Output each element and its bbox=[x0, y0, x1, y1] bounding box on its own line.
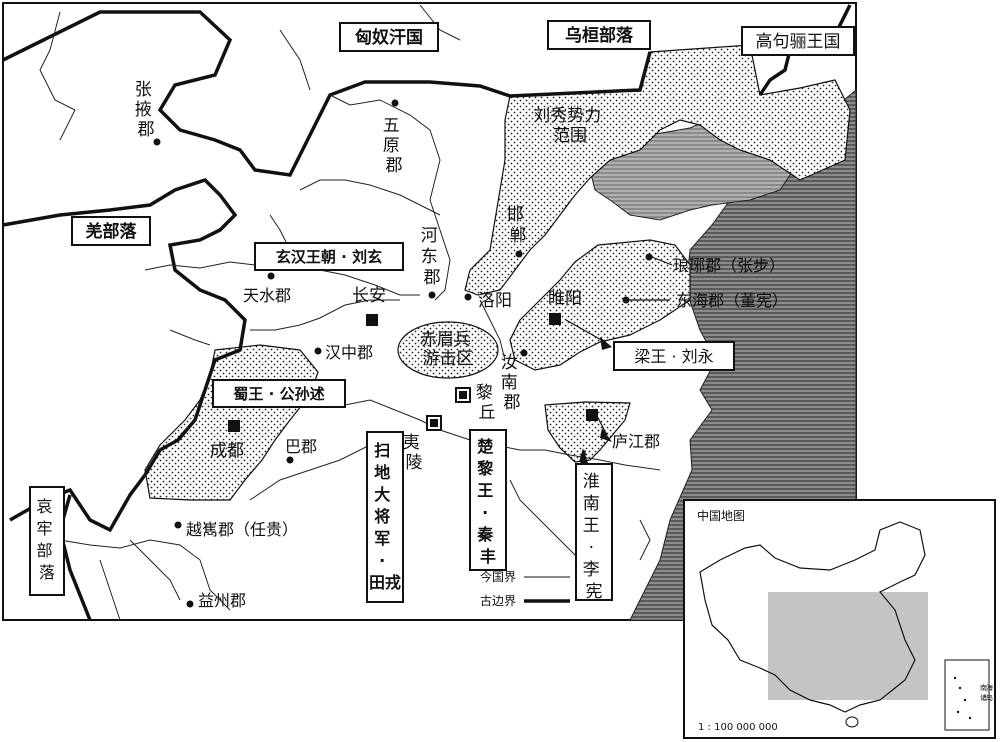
xiongnu-label: 匈奴汗国 bbox=[354, 27, 423, 48]
ailao-label: 哀 牢 部 落 bbox=[36, 497, 57, 582]
bajun-label: 巴郡 bbox=[285, 437, 317, 456]
south-sea-label: 南海 诸岛 bbox=[980, 683, 995, 702]
chimei-zone bbox=[397, 321, 499, 379]
saodi-box bbox=[366, 431, 404, 603]
langya-label: 琅琊郡（张步） bbox=[673, 256, 785, 275]
yizhou-label: 益州郡 bbox=[198, 591, 246, 610]
lijiu-label: 黎 丘 bbox=[476, 383, 498, 423]
inset-title: 中国地图 bbox=[697, 508, 745, 523]
huainan-box bbox=[575, 463, 613, 601]
chimei-label: 赤眉兵 游击区 bbox=[420, 330, 476, 369]
xiongnu-box bbox=[339, 22, 439, 52]
south-sea-box bbox=[944, 659, 990, 731]
qiang-label: 羌部落 bbox=[86, 221, 138, 242]
chengdu-label: 成都 bbox=[210, 441, 244, 461]
liang-box bbox=[613, 341, 735, 371]
xuanhan-label: 玄汉王朝 · 刘玄 bbox=[276, 248, 382, 266]
wuhuan-label: 乌桓部落 bbox=[565, 25, 634, 46]
chuli-label: 楚 黎 王 · 秦 丰 bbox=[476, 437, 499, 566]
south-sea-islands bbox=[953, 676, 972, 720]
yuexi-label: 越嶲郡（任贵） bbox=[186, 520, 298, 539]
chuli-box bbox=[469, 429, 507, 571]
tianshui-label: 天水郡 bbox=[243, 286, 291, 305]
china-outline bbox=[699, 521, 926, 713]
hanzhong-label: 汉中郡 bbox=[325, 343, 373, 362]
liang-territory bbox=[509, 239, 691, 371]
zhangye-label: 张 掖 郡 bbox=[135, 80, 157, 140]
shu-box bbox=[212, 379, 346, 408]
liang-label: 梁王 · 刘永 bbox=[634, 347, 713, 366]
inset-highlight bbox=[768, 592, 928, 700]
handan-label: 邯 郸 bbox=[507, 205, 529, 246]
liuxiu-label: 刘秀势力 范围 bbox=[533, 106, 606, 146]
label-leaders bbox=[565, 256, 673, 462]
saodi-label: 扫 地 大 将 军 · 田戎 bbox=[369, 441, 401, 592]
huainan-territory bbox=[544, 401, 631, 463]
lujiang-label: 庐江郡 bbox=[612, 432, 660, 451]
suiyang-label: 睢阳 bbox=[548, 289, 582, 309]
donghai-label: 东海郡（董宪） bbox=[676, 291, 788, 310]
inset-map: 中国地图 南海 诸岛 1 : 100 000 000 bbox=[683, 499, 996, 739]
hainan-island bbox=[845, 716, 859, 728]
luoyang-label: 洛阳 bbox=[478, 291, 512, 311]
goguryeo-box bbox=[741, 26, 855, 56]
legend-modern-label: 今国界 bbox=[480, 569, 516, 584]
shu-label: 蜀王 · 公孙述 bbox=[233, 385, 324, 403]
yiling-label: 夷 陵 bbox=[403, 433, 425, 473]
inset-scale: 1 : 100 000 000 bbox=[698, 722, 778, 733]
qiang-box bbox=[71, 216, 151, 246]
xuanhan-box bbox=[254, 242, 404, 271]
liu-xiu-territory bbox=[464, 44, 851, 296]
legend: 今国界 古边界 bbox=[480, 569, 570, 608]
hedong-label: 河 东 郡 bbox=[421, 226, 443, 288]
city-markers bbox=[153, 99, 653, 608]
huainan-label: 淮 南 王 · 李 宪 bbox=[583, 472, 605, 602]
ailao-box bbox=[29, 486, 65, 596]
wuhuan-box bbox=[547, 20, 651, 50]
changan-label: 长安 bbox=[352, 286, 386, 306]
legend-ancient-label: 古边界 bbox=[480, 593, 516, 608]
goguryeo-label: 高句骊王国 bbox=[756, 32, 841, 52]
wuyuan-label: 五 原 郡 bbox=[383, 116, 405, 176]
runan-label: 汝 南 郡 bbox=[501, 353, 523, 413]
